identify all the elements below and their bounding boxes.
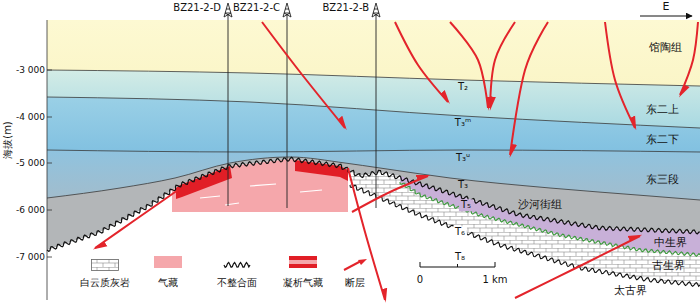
derrick-symbol (224, 3, 232, 17)
horizon-label: T₃ (458, 179, 468, 191)
fault-line (680, 22, 698, 95)
fault-line (352, 176, 428, 212)
well-line (287, 14, 288, 208)
horizon-line (47, 70, 700, 86)
legend-label: 白云质灰岩 (80, 277, 130, 289)
dong2-lower-layer (47, 97, 700, 300)
legend-label: 凝析气藏 (283, 277, 323, 289)
horizon-line (47, 150, 700, 152)
horizon-label: T₈ (453, 251, 467, 263)
axis-tick-label: -3 000 (16, 65, 45, 75)
legend-label: 不整合面 (217, 277, 257, 289)
unconformity-line (47, 157, 700, 251)
reservoir-streak (250, 184, 276, 186)
scale-bar (420, 262, 495, 267)
well-name: BZ21-2-C (233, 2, 280, 14)
swatch-stripe (289, 260, 317, 264)
axis-tick-label: -7 000 (16, 252, 45, 262)
formation-name: 古生界 (652, 260, 685, 273)
horizon-label: T₃ᵘ (456, 152, 470, 164)
well-name: BZ21-2-D (173, 2, 221, 14)
legend-label: 气藏 (158, 277, 178, 289)
axis-tick-label: -5 000 (16, 158, 45, 168)
reservoir-streak (200, 196, 220, 198)
legend-swatch (91, 256, 119, 268)
fault-line (450, 22, 488, 108)
fault-line (395, 22, 448, 102)
swatch-graphic (91, 259, 119, 271)
formation-name: 东二上 (646, 104, 679, 117)
shahejie-layer (47, 157, 700, 300)
archean-ground (350, 185, 700, 300)
axis-tick (47, 163, 52, 164)
legend-label: 断层 (345, 277, 365, 289)
reservoir-streak (300, 190, 322, 192)
horizon-line (47, 97, 700, 128)
fault-line (262, 22, 345, 128)
formation-name: 太古界 (614, 285, 647, 298)
formation-name: 馆陶组 (649, 42, 682, 55)
axis-tick-label: -6 000 (16, 205, 45, 215)
dong2-upper-layer (47, 70, 700, 300)
guantao-layer (47, 20, 700, 300)
horizon-label: T₂ (458, 81, 468, 93)
legend-swatch (289, 256, 317, 268)
derrick-symbol (372, 3, 380, 17)
axis-tick (47, 70, 52, 71)
fault-line (605, 22, 635, 128)
swatch-graphic (341, 259, 369, 271)
well-name: BZ21-2-B (322, 2, 369, 14)
axis-title: 海拔(m) (2, 121, 14, 159)
scale-label: 0 (417, 274, 423, 286)
well-line (228, 14, 229, 206)
horizon-label: T₆ (453, 226, 467, 238)
derrick-symbol (283, 3, 291, 17)
formation-name: 沙河街组 (518, 199, 562, 212)
formation-name: 中生界 (654, 237, 687, 250)
fault-line (490, 22, 515, 108)
fault-line (95, 190, 178, 248)
scale-label: 1 km (482, 274, 507, 286)
axis-tick (47, 117, 52, 118)
legend-swatch (223, 256, 251, 268)
well-line (376, 14, 377, 208)
axis-line (47, 20, 48, 300)
axis-tick-label: -4 000 (16, 112, 45, 122)
legend-swatch (154, 256, 182, 268)
fault-line (510, 22, 548, 155)
unconformity-line (350, 185, 700, 286)
axis-tick (47, 257, 52, 258)
basement-ground (47, 159, 700, 300)
swatch-graphic (223, 259, 251, 271)
axis-tick (47, 210, 52, 211)
direction-label: E (663, 1, 670, 14)
horizon-label: T₅ (459, 199, 473, 211)
formation-name: 东二下 (646, 134, 679, 147)
formation-name: 东三段 (646, 174, 679, 187)
unconformity-line (400, 182, 700, 256)
reservoir-streak (225, 203, 239, 205)
legend-swatch (341, 256, 369, 268)
dong3-layer (47, 150, 700, 300)
gas-reservoir (172, 159, 348, 212)
direction-arrow (640, 16, 692, 17)
horizon-label: T₃ᵐ (455, 117, 471, 129)
